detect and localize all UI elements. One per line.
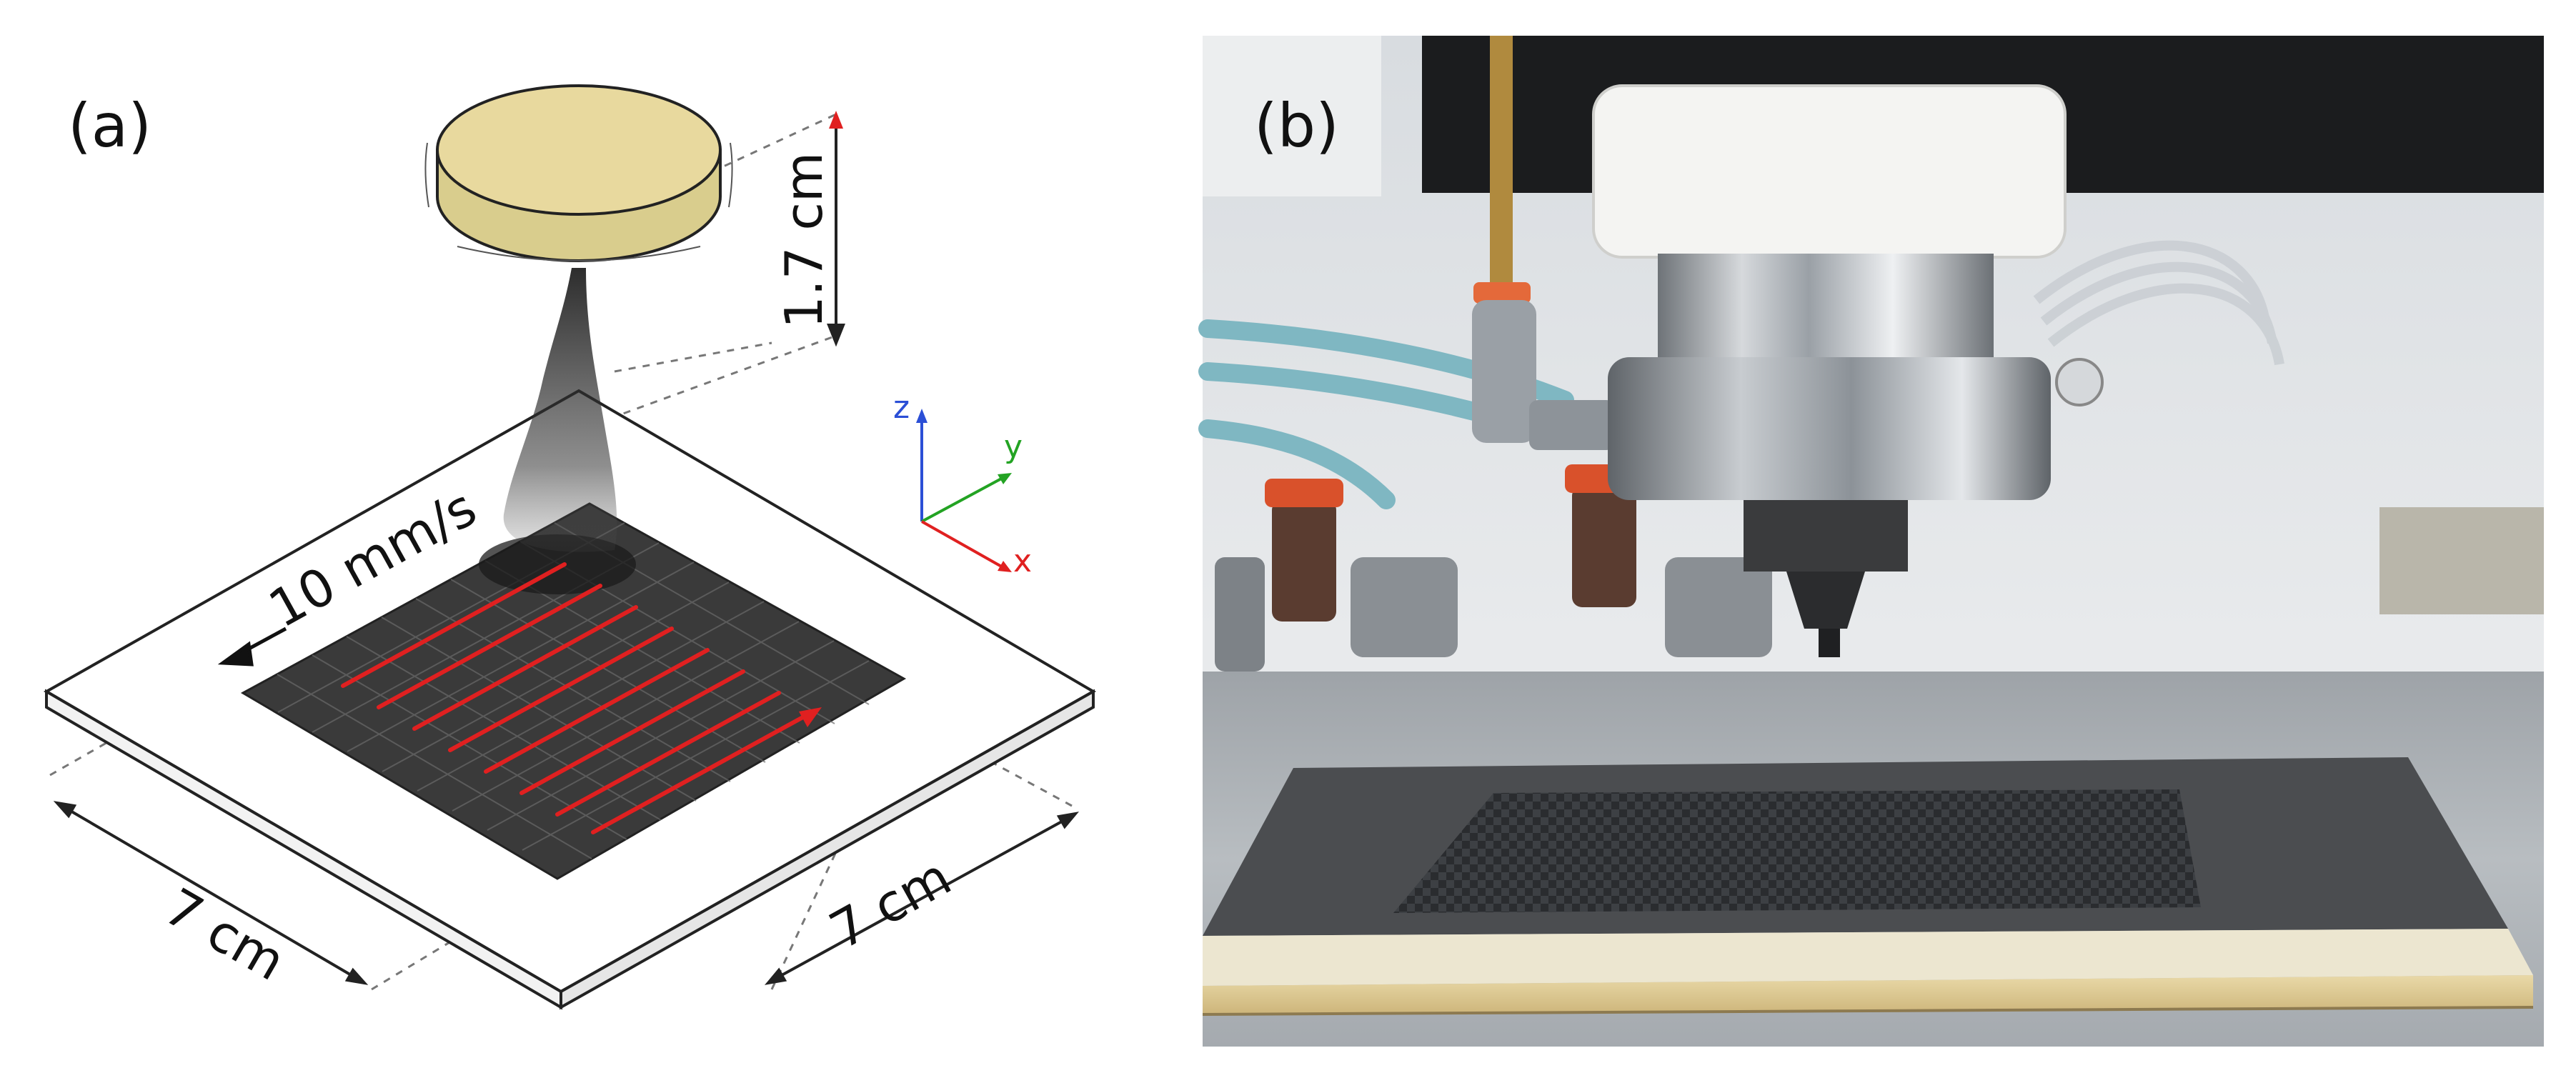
height-dimension <box>827 111 845 347</box>
side-device <box>2379 507 2544 614</box>
label-patch <box>1203 36 1381 196</box>
coordinate-axes <box>916 409 1012 572</box>
panel-a-schematic: (a) 1.7 cm <box>43 84 1097 1010</box>
width-label-left: 7 cm <box>155 877 296 992</box>
ultrasonic-nozzle <box>424 84 733 262</box>
scan-path <box>341 562 817 834</box>
fabric-sample <box>240 502 907 880</box>
panel-b-label: (b) <box>1254 91 1339 161</box>
nozzle-assembly <box>1592 84 2104 657</box>
axis-z-label: z <box>893 389 910 426</box>
width-dimension-right <box>764 812 1080 985</box>
panel-a-label: (a) <box>68 91 151 161</box>
speed-arrow <box>217 627 287 667</box>
panel-b-photo: (b) <box>1198 36 2544 1047</box>
coiled-tube <box>2033 240 2284 366</box>
scan-arrowhead <box>799 707 822 727</box>
axis-y-label: y <box>1004 429 1023 465</box>
spray-plume <box>503 268 617 552</box>
axis-x-label: x <box>1013 543 1032 579</box>
sample-holder <box>1202 757 2534 1016</box>
width-dimension-left <box>53 801 369 985</box>
brass-feed-rod <box>1472 36 1615 450</box>
width-label-right: 7 cm <box>820 847 961 961</box>
height-label: 1.7 cm <box>774 152 834 329</box>
